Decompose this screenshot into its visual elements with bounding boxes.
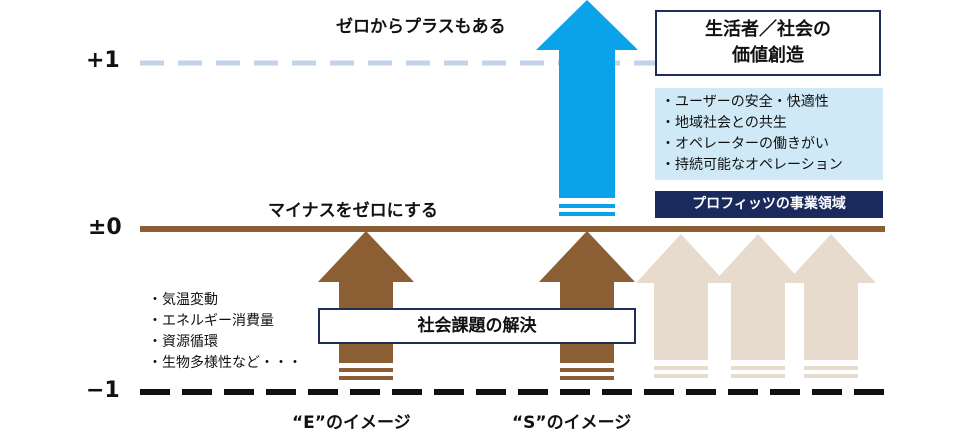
env-item: ・資源循環 [148, 334, 218, 350]
value-item: ・ユーザーの安全・快適性 [661, 94, 829, 110]
value-item: ・オペレーターの働きがい [661, 136, 829, 152]
minus-to-zero-caption: マイナスをゼロにする [268, 201, 438, 221]
env-items-list: ・気温変動 ・エネルギー消費量 ・資源循環 ・生物多様性など・・・ [148, 290, 302, 374]
profit-domain-label: プロフィッツの事業領域 [655, 191, 883, 218]
value-item: ・持続可能なオペレーション [661, 157, 843, 173]
beige-arrow-2 [713, 234, 803, 378]
social-issue-box: 社会課題の解決 [318, 308, 636, 344]
value-creation-line2: 価値創造 [732, 45, 804, 66]
s-image-caption: “S”のイメージ [512, 413, 632, 433]
value-item: ・地域社会との共生 [661, 115, 787, 131]
value-items-list: ・ユーザーの安全・快適性 ・地域社会との共生 ・オペレーターの働きがい ・持続可… [655, 88, 883, 180]
plus-arrow [536, 0, 638, 216]
axis-minus-one: −1 [86, 378, 120, 403]
axis-plus-one: +1 [86, 48, 120, 73]
beige-arrow-3 [786, 234, 876, 378]
env-item: ・エネルギー消費量 [148, 313, 274, 329]
axis-zero: ±0 [88, 215, 122, 240]
zero-to-plus-caption: ゼロからプラスもある [336, 17, 506, 37]
env-item: ・生物多様性など・・・ [148, 355, 302, 371]
e-arrow [318, 231, 414, 380]
env-item: ・気温変動 [148, 292, 218, 308]
value-creation-line1: 生活者／社会の [705, 19, 831, 40]
s-arrow [539, 231, 635, 380]
beige-arrow-1 [636, 234, 726, 378]
e-image-caption: “E”のイメージ [292, 413, 411, 433]
value-creation-box: 生活者／社会の 価値創造 [655, 10, 881, 76]
